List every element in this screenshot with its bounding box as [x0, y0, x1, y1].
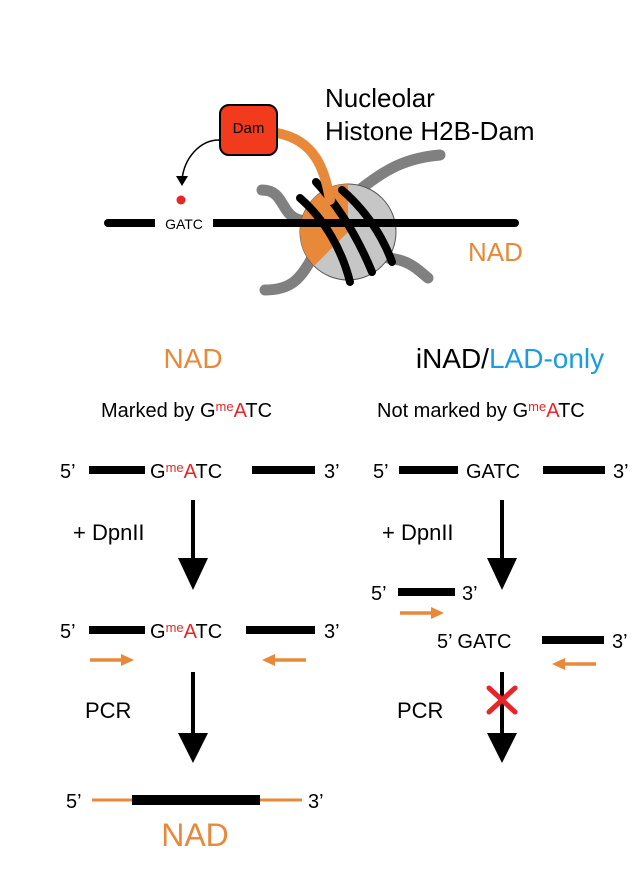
dna-tail-bottom-left	[259, 252, 318, 296]
dna-tail-top	[356, 149, 446, 194]
left-subtitle: Marked by GmeATC	[101, 399, 272, 422]
left-subtitle-me: me	[216, 399, 234, 414]
histone-label: Histone H2B-Dam	[325, 116, 535, 146]
left-row1-seg-left	[89, 466, 145, 474]
left-row2-seg-right	[246, 626, 315, 634]
right-row1-gatc: GATC	[466, 461, 520, 483]
right-dpnii-arrowhead	[487, 558, 517, 590]
right-row1-three: 3’	[613, 461, 629, 483]
gatc-label-bg	[155, 214, 213, 232]
right-subtitle-prefix: Not marked by	[377, 400, 513, 422]
right-frag2-three: 3’	[612, 631, 628, 653]
right-forward-primer-head	[431, 607, 444, 619]
left-pcr-arrowhead	[178, 733, 208, 763]
methyl-dot	[176, 195, 186, 205]
left-row1-five: 5’	[60, 461, 76, 483]
right-frag1-five: 5’	[371, 583, 387, 605]
left-subtitle-a: A	[234, 400, 248, 422]
left-dpnii-label: + DpnII	[73, 520, 145, 545]
left-product-three: 3’	[308, 791, 324, 813]
nucleolar-label: Nucleolar	[325, 83, 435, 113]
right-column: iNAD/LAD-only Not marked by GmeATC 5’ GA…	[371, 343, 629, 763]
left-product-black	[132, 795, 260, 805]
left-row1-three: 3’	[324, 461, 340, 483]
right-row1-five: 5’	[373, 461, 389, 483]
dna-tail-left	[256, 184, 306, 226]
left-row1-seg-right	[252, 466, 315, 474]
left-row2-gmeatc: GmeATC	[150, 620, 222, 643]
right-reverse-primer-head	[552, 658, 565, 670]
dna-wrap-3	[338, 186, 396, 266]
left-row2-five: 5’	[60, 621, 76, 643]
left-subtitle-prefix: Marked by	[101, 400, 200, 422]
methylation-arrowhead	[176, 176, 188, 186]
methylation-arrow	[181, 139, 220, 181]
right-row1-seg-left	[399, 466, 458, 474]
top-schematic: GATC Dam Nucleolar Histone H2B-Dam NAD	[104, 83, 535, 296]
right-subtitle: Not marked by GmeATC	[377, 399, 585, 422]
left-subtitle-g: G	[200, 400, 216, 422]
left-forward-primer-head	[121, 654, 134, 666]
left-column: NAD Marked by GmeATC 5’ GmeATC 3’ + DpnI…	[60, 343, 340, 853]
right-pcr-arrowhead	[487, 733, 517, 763]
dam-enzyme-box	[219, 104, 278, 156]
right-frag2-five-gatc: 5’ GATC	[437, 631, 511, 653]
left-product-five: 5’	[66, 791, 82, 813]
right-title-lad: LAD-only	[489, 343, 604, 374]
left-pcr-label: PCR	[85, 698, 131, 723]
left-reverse-primer-head	[262, 654, 275, 666]
dna-wrap-1	[296, 194, 354, 286]
right-frag1-seg	[398, 588, 455, 596]
left-row2-three: 3’	[324, 621, 340, 643]
right-dpnii-label: + DpnII	[382, 520, 454, 545]
left-product-nad: NAD	[161, 817, 229, 853]
right-frag2-seg	[542, 636, 604, 644]
gatc-label: GATC	[165, 216, 203, 232]
dam-label: Dam	[233, 120, 265, 137]
right-title: iNAD/LAD-only	[416, 343, 604, 374]
left-dpnii-arrowhead	[178, 558, 208, 590]
right-row1-seg-right	[543, 466, 605, 474]
left-subtitle-tc: TC	[245, 400, 272, 422]
nad-label-top: NAD	[468, 237, 523, 267]
dam-linker	[272, 128, 335, 205]
left-title: NAD	[163, 343, 222, 374]
right-pcr-label: PCR	[397, 698, 443, 723]
left-row2-seg-left	[89, 626, 145, 634]
left-row1-gmeatc: GmeATC	[150, 460, 222, 483]
right-frag1-three: 3’	[462, 583, 478, 605]
no-amplification-cross-icon	[486, 685, 518, 715]
right-title-inad: iNAD/	[416, 343, 489, 374]
